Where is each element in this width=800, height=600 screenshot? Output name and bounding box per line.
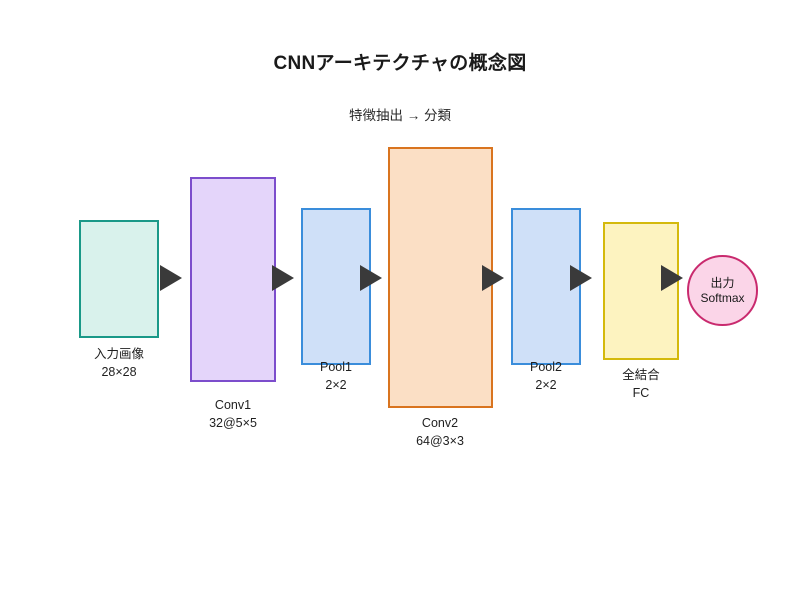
arrow-conv2-to-pool2: [482, 265, 504, 291]
arrow-input-to-conv1: [160, 265, 182, 291]
node-fully-connected: [603, 222, 679, 360]
caption-pool1: Pool1 2×2: [266, 358, 406, 394]
caption-conv2-line1: Conv2: [421, 416, 459, 430]
caption-pool2: Pool2 2×2: [476, 358, 616, 394]
caption-fully-connected: 全結合 FC: [571, 366, 711, 402]
caption-pool2-line1: Pool2: [530, 360, 562, 374]
caption-fc-line1: 全結合: [622, 368, 660, 382]
node-output-label-secondary: Softmax: [700, 290, 745, 305]
arrow-conv1-to-pool1: [272, 265, 294, 291]
caption-pool2-line2: 2×2: [535, 378, 557, 393]
caption-input-image-line2: 28×28: [101, 365, 137, 380]
page-title: CNNアーキテクチャの概念図: [273, 53, 527, 74]
caption-pool1-line2: 2×2: [325, 378, 347, 393]
caption-fc-line2: FC: [632, 386, 650, 401]
caption-input-image: 入力画像 28×28: [49, 345, 189, 381]
arrow-pool1-to-conv2: [360, 265, 382, 291]
node-output-label-primary: 出力: [710, 275, 735, 290]
caption-conv1-line1: Conv1: [214, 398, 252, 412]
arrow-fc-to-output: [661, 265, 683, 291]
diagram-subtitle: 特徴抽出 → 分類: [348, 108, 451, 123]
caption-conv2-line2: 64@3×3: [416, 434, 464, 449]
caption-conv2: Conv2 64@3×3: [370, 414, 510, 450]
caption-conv1-line2: 32@5×5: [209, 416, 257, 431]
node-conv2: [388, 147, 493, 408]
caption-input-image-line1: 入力画像: [93, 347, 144, 361]
node-pool2: [511, 208, 581, 365]
node-conv1: [190, 177, 276, 382]
node-output-softmax: 出力 Softmax: [687, 255, 758, 326]
node-pool1: [301, 208, 371, 365]
caption-pool1-line1: Pool1: [320, 360, 352, 374]
caption-conv1: Conv1 32@5×5: [163, 396, 303, 432]
node-input-image: [79, 220, 159, 338]
arrow-pool2-to-fc: [570, 265, 592, 291]
